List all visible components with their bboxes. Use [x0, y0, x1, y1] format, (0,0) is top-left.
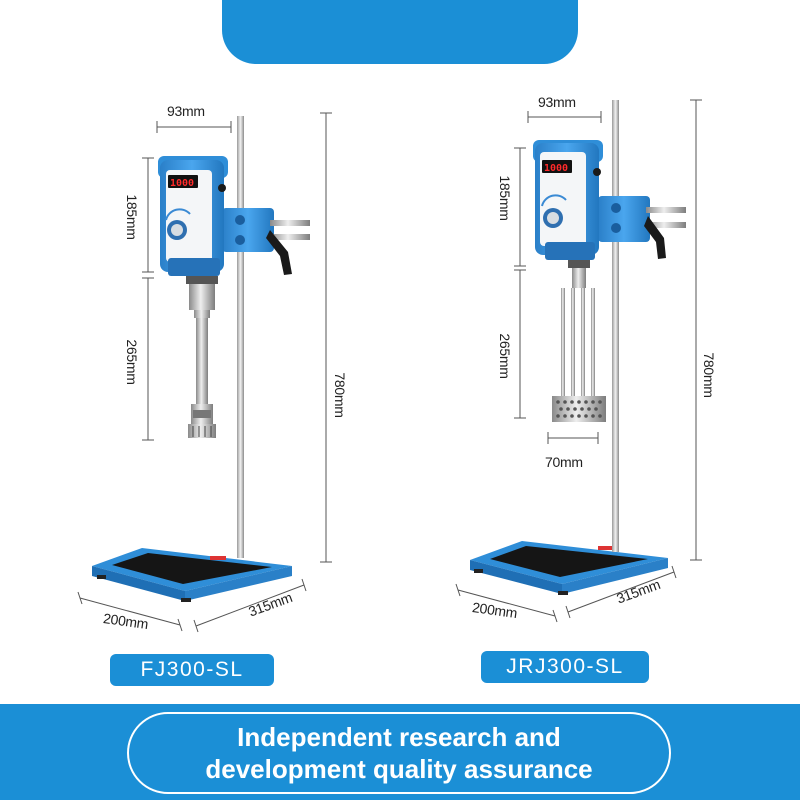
right-head-height-label: 185mm	[497, 175, 513, 220]
left-head-height-label: 185mm	[124, 194, 140, 239]
right-stirrer-unit: 1000	[455, 94, 717, 623]
left-head-width-label: 93mm	[167, 103, 205, 119]
left-dimension-lines	[77, 112, 332, 633]
left-motor-head: 1000	[158, 156, 228, 276]
left-stirrer-unit: 1000	[77, 103, 348, 633]
right-head-width-label: 93mm	[538, 94, 576, 110]
right-stand-rod	[612, 100, 619, 552]
right-base-depth-label: 200mm	[471, 599, 518, 621]
right-model-label: JRJ300-SL	[481, 651, 649, 683]
footer-line-2: development quality assurance	[205, 754, 593, 784]
right-clamp	[598, 196, 686, 259]
right-display-readout: 1000	[544, 163, 568, 174]
right-mixing-shaft	[552, 260, 606, 422]
left-clamp	[222, 208, 310, 275]
left-model-label: FJ300-SL	[110, 654, 274, 686]
right-stand-height-label: 780mm	[701, 352, 717, 397]
left-homogenizer-shaft	[186, 276, 218, 438]
left-shaft-length-label: 265mm	[124, 339, 140, 384]
right-motor-head: 1000	[533, 140, 603, 260]
right-base-width-label: 315mm	[614, 576, 662, 606]
right-shaft-length-label: 265mm	[497, 333, 513, 378]
right-dimension-lines	[455, 99, 702, 623]
left-stand-rod	[237, 116, 244, 558]
left-base-width-label: 315mm	[246, 589, 294, 619]
top-banner-tab	[222, 0, 578, 64]
right-impeller-width-label: 70mm	[545, 454, 583, 470]
left-stand-height-label: 780mm	[332, 372, 348, 417]
footer-line-1: Independent research and	[237, 722, 561, 752]
left-base-plate	[92, 548, 292, 602]
right-base-plate	[470, 541, 668, 595]
left-base-depth-label: 200mm	[102, 610, 149, 632]
footer-slogan: Independent research and development qua…	[127, 712, 671, 794]
left-display-readout: 1000	[170, 178, 194, 189]
